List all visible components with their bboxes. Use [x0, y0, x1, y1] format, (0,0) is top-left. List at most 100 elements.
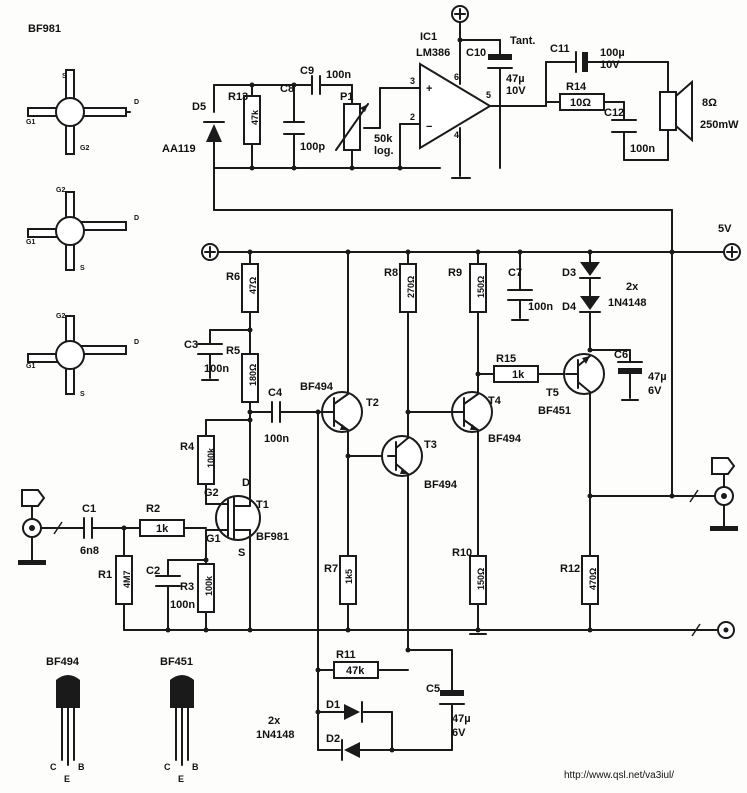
- svg-text:100k: 100k: [204, 575, 214, 596]
- svg-text:1N4148: 1N4148: [256, 729, 295, 741]
- svg-text:+: +: [426, 83, 432, 95]
- capacitor-c9: C9 100n: [299, 65, 351, 95]
- svg-text:G2: G2: [80, 145, 89, 152]
- svg-text:BF494: BF494: [300, 381, 334, 393]
- svg-text:50k: 50k: [374, 133, 393, 145]
- svg-text:BF494: BF494: [424, 479, 458, 491]
- resistor-r10: 150Ω R10: [452, 547, 487, 635]
- svg-text:47Ω: 47Ω: [248, 277, 258, 294]
- svg-text:6: 6: [454, 72, 459, 82]
- resistor-r3: 100k R3: [180, 529, 215, 631]
- svg-text:IC1: IC1: [420, 31, 437, 43]
- supply-voltage-label: 5V: [718, 223, 732, 235]
- svg-text:2x: 2x: [626, 281, 639, 293]
- capacitor-c6: C6 47µ 6V: [614, 349, 667, 401]
- transistor-t3: T3 BF494: [345, 251, 458, 651]
- resistor-r8: 270Ω R8: [384, 263, 417, 313]
- svg-text:150Ω: 150Ω: [476, 276, 486, 298]
- ic1-lm386: + − 3 2 6 4 5 IC1 LM386: [410, 21, 547, 179]
- svg-text:G1: G1: [26, 119, 35, 126]
- svg-text:R2: R2: [146, 503, 160, 515]
- svg-text:S: S: [238, 547, 245, 559]
- svg-text:D2: D2: [326, 733, 340, 745]
- svg-text:47µ: 47µ: [648, 371, 667, 383]
- diode-d5: D5 AA119: [162, 101, 225, 155]
- svg-text:47µ: 47µ: [452, 713, 471, 725]
- svg-text:100n: 100n: [630, 143, 655, 155]
- bf981-pinout-title: BF981: [28, 23, 61, 35]
- bf981-pinout-top: BF981 S D G1 G2: [26, 23, 139, 155]
- resistor-r15: R15 1k: [475, 353, 567, 383]
- svg-text:D: D: [134, 339, 139, 346]
- resistor-r12: 470Ω R12: [560, 555, 599, 631]
- svg-text:D3: D3: [562, 267, 576, 279]
- resistor-r4: 100k R4: [180, 417, 253, 505]
- svg-text:3: 3: [410, 76, 415, 86]
- svg-text:250mW: 250mW: [700, 119, 739, 131]
- svg-text:G1: G1: [26, 239, 35, 246]
- svg-text:100k: 100k: [206, 447, 216, 468]
- svg-text:C7: C7: [508, 267, 522, 279]
- potentiometer-p1: P1 50k log.: [335, 91, 394, 157]
- svg-text:C10: C10: [466, 47, 486, 59]
- svg-text:R3: R3: [180, 581, 194, 593]
- svg-text:log.: log.: [374, 145, 394, 157]
- resistor-r14: R14 10Ω: [545, 81, 625, 161]
- svg-text:R14: R14: [566, 81, 587, 93]
- svg-text:R10: R10: [452, 547, 472, 559]
- svg-text:D5: D5: [192, 101, 206, 113]
- resistor-r11: R11 47k: [315, 647, 411, 679]
- output-ground-connector: [717, 621, 735, 639]
- svg-text:C12: C12: [604, 107, 624, 119]
- svg-text:R5: R5: [226, 345, 240, 357]
- svg-text:47k: 47k: [346, 665, 365, 677]
- svg-text:4: 4: [454, 130, 459, 140]
- svg-text:R4: R4: [180, 441, 195, 453]
- svg-text:C9: C9: [300, 65, 314, 77]
- supply-plus-left: [201, 243, 219, 261]
- svg-text:G2: G2: [56, 187, 65, 194]
- svg-text:R1: R1: [98, 569, 112, 581]
- svg-text:150Ω: 150Ω: [476, 568, 486, 590]
- supply-plus-right: 5V: [718, 223, 741, 261]
- svg-text:270Ω: 270Ω: [406, 276, 416, 298]
- svg-text:E: E: [178, 774, 184, 784]
- bf451-package: BF451 C B E: [160, 656, 199, 784]
- svg-text:−: −: [426, 121, 432, 133]
- svg-text:100n: 100n: [264, 433, 289, 445]
- svg-text:R15: R15: [496, 353, 516, 365]
- capacitor-c10: C10 Tant. 47µ 10V: [457, 35, 535, 169]
- resistor-r13: 47k R13: [228, 91, 261, 145]
- svg-text:D: D: [242, 477, 250, 489]
- svg-text:10Ω: 10Ω: [570, 97, 591, 109]
- svg-text:R11: R11: [336, 649, 356, 661]
- supply-plus-top: [451, 5, 469, 23]
- svg-text:C2: C2: [146, 565, 160, 577]
- speaker-icon: 8Ω 250mW: [659, 79, 739, 143]
- svg-text:P1: P1: [340, 91, 353, 103]
- svg-text:LM386: LM386: [416, 47, 450, 59]
- bf494-package: BF494 C B E: [46, 656, 85, 784]
- svg-text:10V: 10V: [506, 85, 526, 97]
- svg-text:10V: 10V: [600, 59, 620, 71]
- svg-text:4M7: 4M7: [122, 570, 132, 588]
- svg-text:E: E: [64, 774, 70, 784]
- svg-text:C: C: [50, 762, 57, 772]
- svg-text:R6: R6: [226, 271, 240, 283]
- svg-text:47µ: 47µ: [506, 73, 525, 85]
- svg-text:6V: 6V: [648, 385, 662, 397]
- svg-text:BF451: BF451: [538, 405, 571, 417]
- svg-text:G1: G1: [206, 533, 221, 545]
- svg-text:G1: G1: [26, 363, 35, 370]
- svg-text:BF981: BF981: [256, 531, 289, 543]
- capacitor-c4: C4 100n: [247, 387, 323, 445]
- resistor-r7: 1k5 R7: [324, 455, 357, 631]
- svg-text:T2: T2: [366, 397, 379, 409]
- svg-text:AA119: AA119: [162, 143, 196, 155]
- svg-text:T5: T5: [546, 387, 559, 399]
- svg-text:C11: C11: [550, 43, 570, 55]
- svg-text:6n8: 6n8: [80, 545, 99, 557]
- svg-text:T1: T1: [256, 499, 269, 511]
- svg-text:100n: 100n: [170, 599, 195, 611]
- source-url: http://www.qsl.net/va3iul/: [564, 770, 674, 781]
